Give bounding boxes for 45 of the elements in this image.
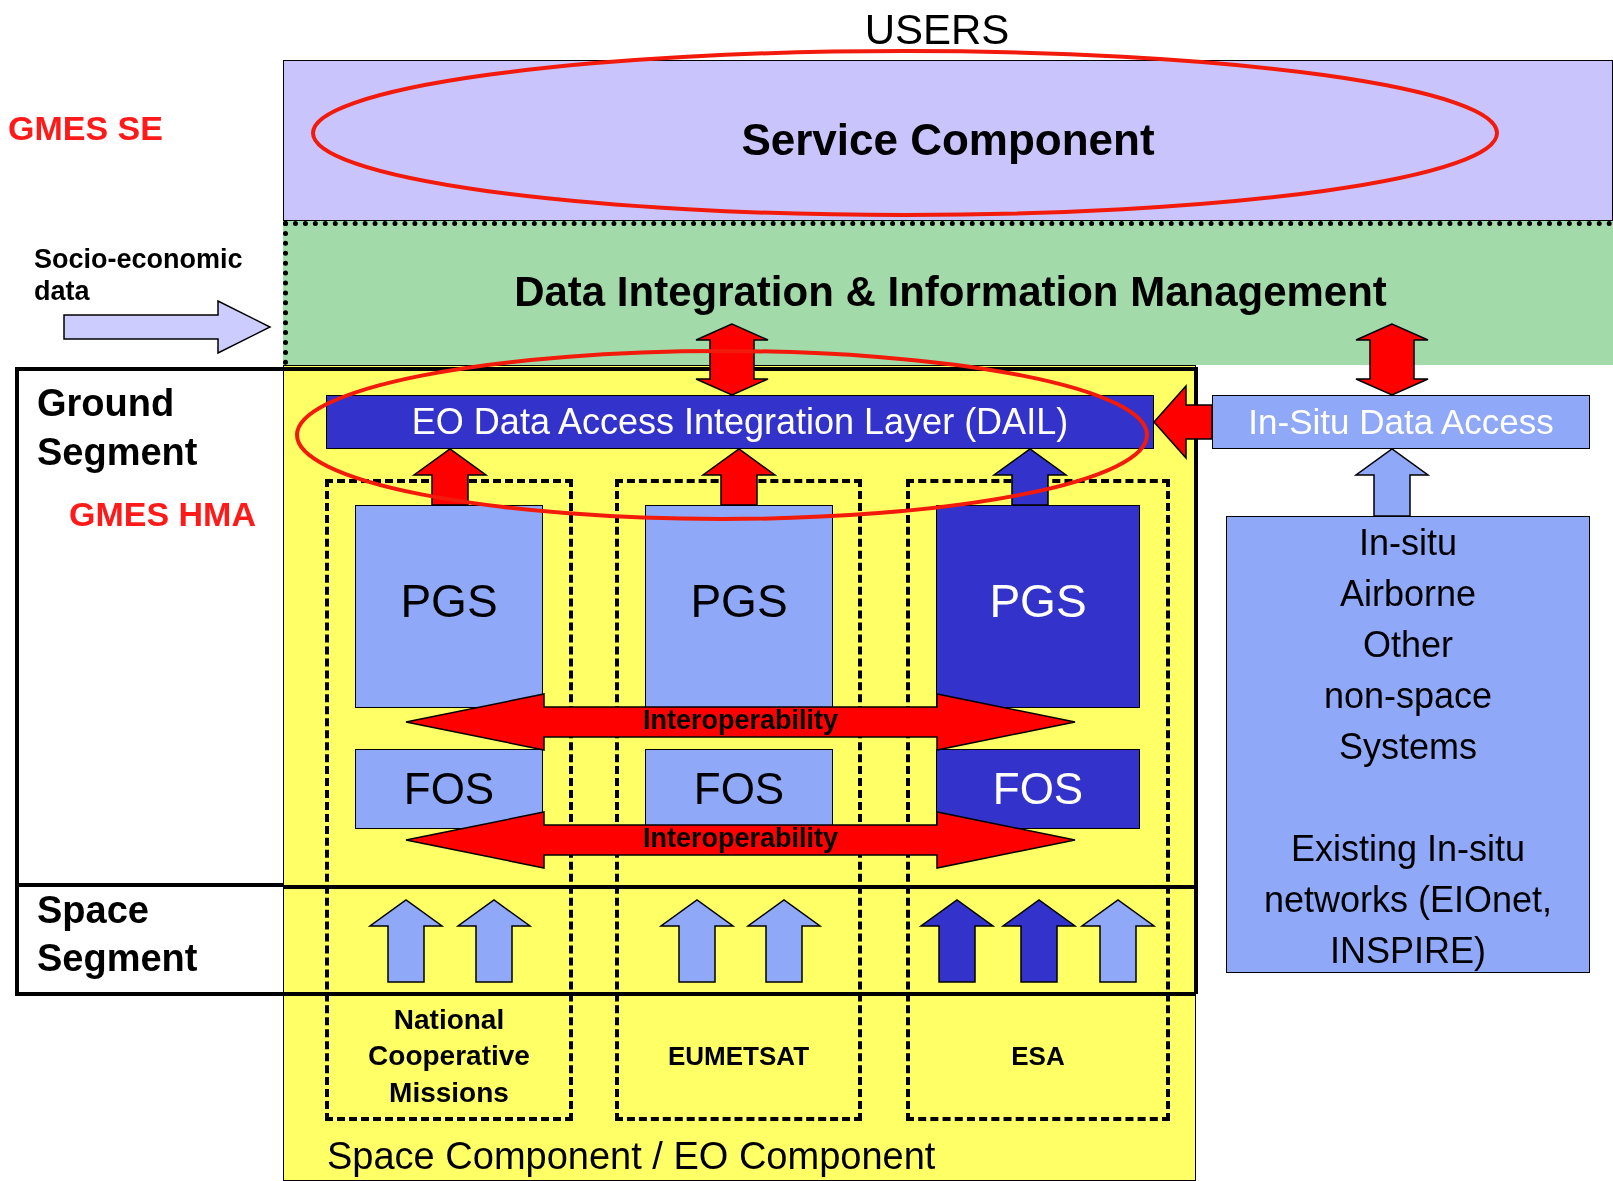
band-title: Data Integration & Information Management	[514, 268, 1387, 317]
box-label: FOS	[403, 763, 495, 815]
source-box	[1226, 516, 1590, 973]
block-arrow	[700, 448, 778, 506]
box-label: In-situ Airborne Other non-space Systems	[1323, 521, 1493, 770]
block-arrow	[695, 323, 769, 396]
block-arrow	[1353, 448, 1431, 517]
segment-panel	[15, 887, 283, 996]
edge-label: Interoperability	[641, 705, 839, 735]
segment-title: Ground Segment	[37, 381, 199, 476]
column-label: ESA	[1011, 1041, 1065, 1072]
layer-title: EO Data Access Integration Layer (DAIL)	[411, 401, 1069, 443]
column-label: National Cooperative Missions	[367, 1002, 531, 1110]
system-box	[936, 505, 1140, 708]
column-label: EUMETSAT	[667, 1041, 810, 1072]
system-box	[355, 505, 543, 708]
system-box	[355, 749, 543, 829]
heading-label: USERS	[863, 5, 1011, 55]
block-arrow	[63, 299, 272, 355]
box-label: FOS	[992, 763, 1084, 815]
system-box	[645, 505, 833, 708]
annotation-label: GMES SE	[8, 107, 164, 149]
block-arrow	[1153, 384, 1213, 460]
block-arrow	[405, 693, 1076, 751]
area-title: Space Component / EO Component	[327, 1134, 936, 1180]
edge-label: Interoperability	[641, 823, 839, 853]
integration-band	[283, 221, 1613, 365]
layer-bar	[326, 395, 1154, 449]
band-title: Service Component	[741, 115, 1155, 166]
segment-panel	[15, 367, 283, 887]
box-label: Existing In-situ networks (EIOnet, INSPIRE)	[1262, 826, 1554, 973]
box-label: PGS	[690, 575, 788, 628]
system-box	[936, 749, 1140, 829]
block-arrow	[405, 811, 1076, 869]
block-arrow	[411, 448, 489, 506]
segment-title: Space Segment	[37, 888, 199, 981]
box-label: PGS	[400, 575, 498, 628]
layer-title: In-Situ Data Access	[1248, 401, 1554, 443]
box-label: FOS	[693, 763, 785, 815]
input-label: Socio-economic data	[34, 243, 244, 308]
program-label: GMES HMA	[69, 493, 256, 535]
box-label: PGS	[989, 575, 1087, 628]
block-arrow	[1355, 323, 1429, 396]
block-arrow	[991, 448, 1069, 506]
access-bar	[1212, 395, 1590, 449]
